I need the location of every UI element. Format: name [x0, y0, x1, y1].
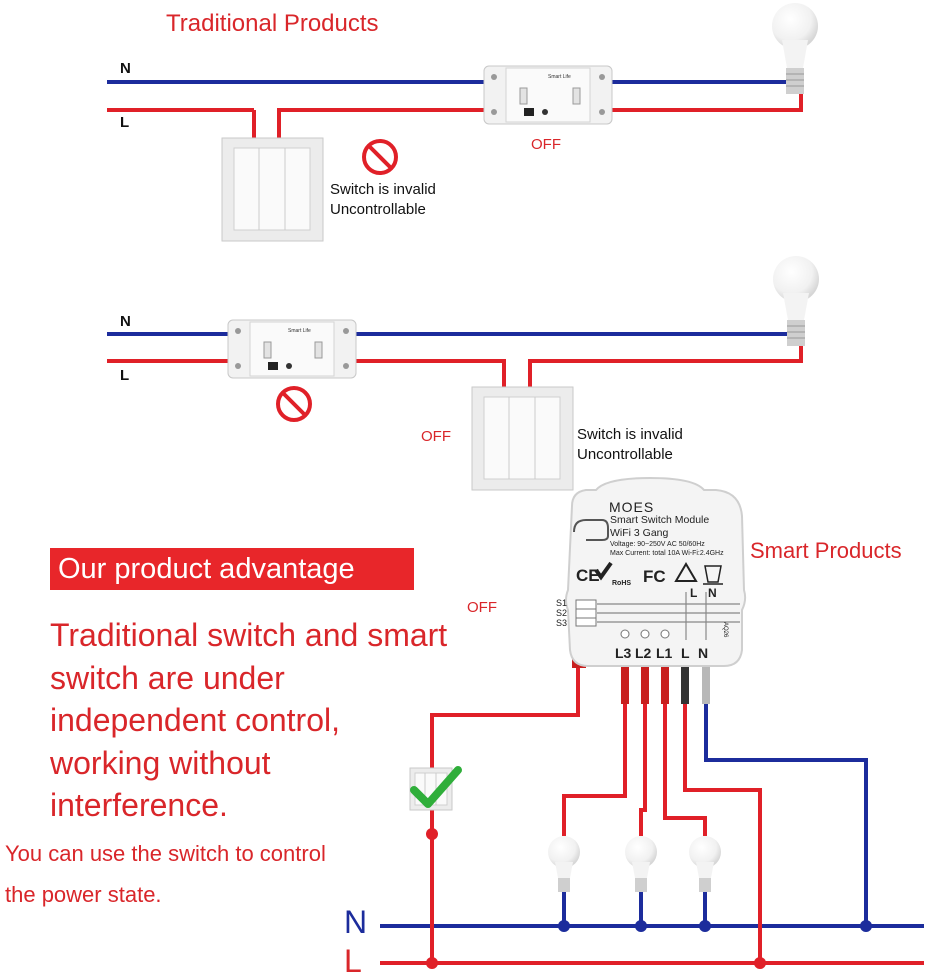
traditional-diagram-2: Smart Life: [107, 256, 819, 491]
switch-wire: [430, 668, 580, 768]
switch-invalid-note: Switch is invalid Uncontrollable: [330, 180, 436, 220]
module-voltage: Voltage: 90~250V AC 50/60Hz: [610, 541, 705, 548]
top-terminal-l: L: [690, 586, 698, 600]
certification-marks: CE RoHS FC: [576, 561, 723, 587]
light-switch: [471, 386, 574, 491]
terminal-n: N: [698, 645, 709, 661]
bulb-icon: [548, 836, 580, 892]
svg-text:CE: CE: [576, 566, 600, 585]
top-terminal-n: N: [708, 586, 717, 600]
svg-text:FC: FC: [643, 567, 666, 586]
off-label: OFF: [421, 428, 451, 445]
note-line: Switch is invalid: [330, 181, 436, 198]
module-model: AQ26: [722, 622, 728, 638]
smart-switch-module: CE RoHS FC: [565, 476, 747, 667]
off-label: OFF: [467, 599, 497, 616]
relay-module: Smart Life: [227, 319, 357, 379]
note-line: Uncontrollable: [577, 446, 673, 463]
terminal-l: L: [681, 645, 690, 661]
live-label: L: [120, 367, 130, 384]
terminal-l3: L3: [615, 645, 632, 661]
light-switch: [221, 137, 324, 242]
check-icon: [410, 766, 462, 808]
smart-products-title: Smart Products: [750, 538, 902, 563]
module-gang: WiFi 3 Gang: [610, 527, 669, 539]
traditional-products-title: Traditional Products: [166, 10, 379, 37]
bulb-icon: [772, 3, 818, 94]
note-line: Switch is invalid: [577, 426, 683, 443]
svg-text:RoHS: RoHS: [612, 580, 631, 587]
module-current: Max Current: total 10A Wi-Fi:2.4GHz: [610, 550, 724, 557]
note-line: Uncontrollable: [330, 201, 426, 218]
switch-input-s1: S1: [556, 598, 568, 608]
relay-module: Smart Life: [483, 65, 613, 125]
output-wire-l1: [663, 668, 707, 836]
live-wire: [528, 346, 803, 387]
off-label: OFF: [531, 136, 561, 153]
usage-note: You can use the switch to control the po…: [5, 841, 326, 907]
no-symbol-icon: [276, 386, 312, 422]
input-wire-l: [683, 668, 762, 963]
switch-invalid-note: Switch is invalid Uncontrollable: [577, 425, 683, 465]
neutral-bus-label: N: [344, 904, 368, 940]
bulb-icon: [625, 836, 657, 892]
svg-text:Smart Life: Smart Life: [288, 328, 311, 334]
live-label: L: [120, 114, 130, 131]
live-wire: [277, 108, 484, 138]
svg-text:Smart Life: Smart Life: [548, 74, 571, 80]
terminal-l2: L2: [635, 645, 652, 661]
smart-diagram: CE RoHS FC: [380, 476, 924, 969]
live-bus-label: L: [344, 943, 362, 978]
live-wire: [612, 93, 803, 112]
terminal-l1: L1: [656, 645, 673, 661]
no-symbol-icon: [362, 139, 398, 175]
output-wire-l3: [562, 668, 627, 836]
traditional-diagram-1: Smart Life: [107, 3, 818, 242]
live-wire: [356, 359, 506, 387]
switch-input-s2: S2: [556, 608, 568, 618]
neutral-label: N: [120, 60, 131, 77]
module-name: Smart Switch Module: [610, 514, 710, 526]
advantage-banner: Our product advantage: [50, 548, 414, 590]
bulb-icon: [773, 256, 819, 346]
switch-input-s3: S3: [556, 618, 568, 628]
output-wire-l2: [639, 668, 647, 836]
bulb-icon: [689, 836, 721, 892]
input-wire-n: [704, 668, 868, 926]
module-brand: MOES: [609, 499, 655, 515]
neutral-label: N: [120, 313, 131, 330]
advantage-description: Traditional switch and smart switch are …: [50, 617, 448, 823]
